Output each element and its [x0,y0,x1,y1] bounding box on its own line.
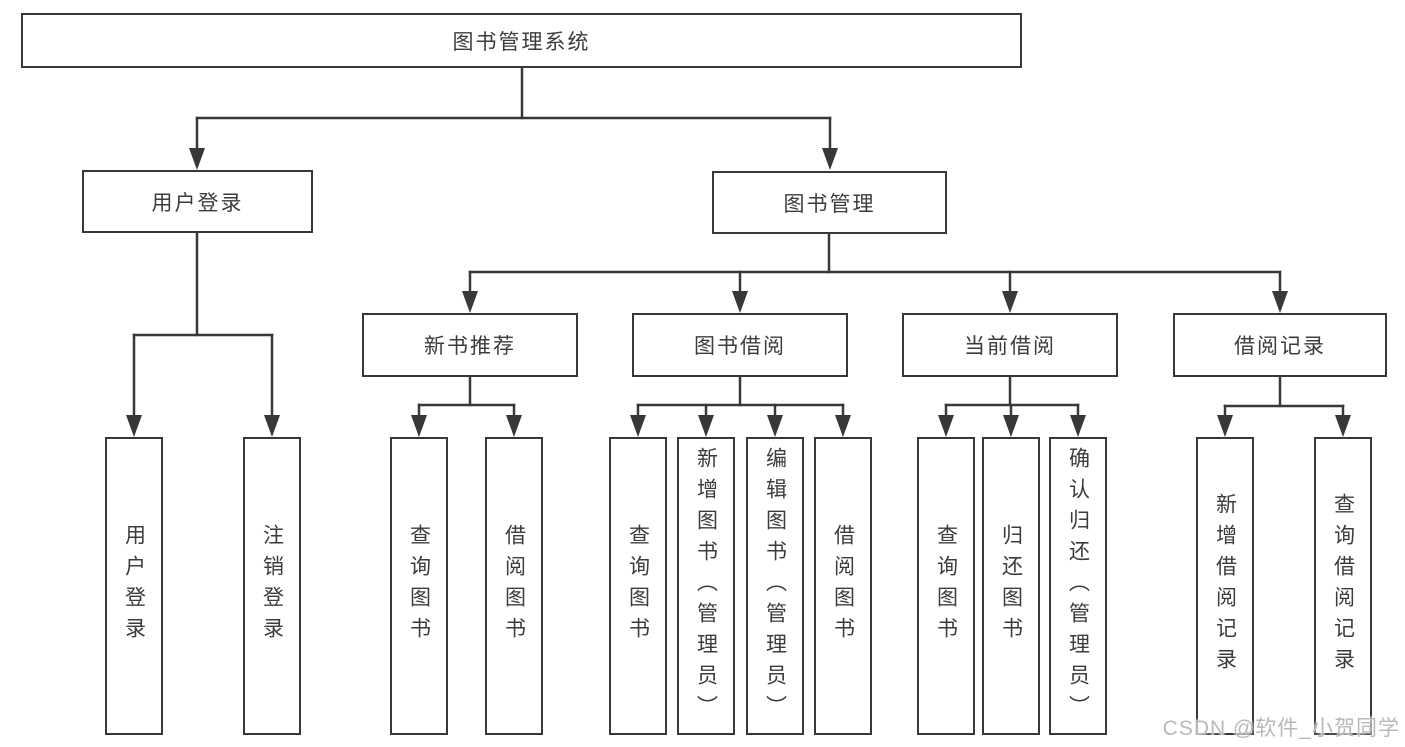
leaf-add-borrow-record-label: 新增借阅记录 [1213,493,1237,679]
leaf-query-books-borrow: 查询图书 [609,437,667,735]
node-root-label: 图书管理系统 [452,30,591,54]
leaf-edit-book-admin-label: 编辑图书（管理员） [763,446,787,726]
leaf-query-books-recommend: 查询图书 [390,437,448,735]
connector-root-to-level2 [195,66,832,152]
node-current-borrow-label: 当前借阅 [964,335,1056,358]
node-root: 图书管理系统 [21,13,1022,68]
leaf-logout-label: 注销登录 [260,524,284,648]
leaf-borrow-books-recommend-label: 借阅图书 [502,524,526,648]
leaf-confirm-return-admin-label: 确认归还（管理员） [1066,446,1090,726]
leaf-add-borrow-record: 新增借阅记录 [1196,437,1254,735]
node-new-book-recommend: 新书推荐 [362,313,578,377]
leaf-confirm-return-admin: 确认归还（管理员） [1049,437,1107,735]
node-book-management-label: 图书管理 [783,192,876,216]
node-current-borrow: 当前借阅 [902,313,1118,377]
leaf-query-borrow-record-label: 查询借阅记录 [1331,493,1355,679]
leaf-query-books-current: 查询图书 [917,437,975,735]
leaf-query-books-recommend-label: 查询图书 [407,524,431,648]
leaf-user-login: 用户登录 [105,437,163,735]
leaf-query-borrow-record: 查询借阅记录 [1314,437,1372,735]
watermark: CSDN @软件_小贺同学 [1162,717,1400,740]
leaf-edit-book-admin: 编辑图书（管理员） [746,437,804,735]
leaf-borrow-books-label: 借阅图书 [831,524,855,648]
node-borrow-records: 借阅记录 [1173,313,1387,377]
node-book-management: 图书管理 [712,171,947,234]
leaf-borrow-books-recommend: 借阅图书 [485,437,543,735]
node-borrow-records-label: 借阅记录 [1234,335,1326,358]
leaf-query-books-current-label: 查询图书 [934,524,958,648]
node-book-borrow-label: 图书借阅 [694,335,786,358]
node-user-login-label: 用户登录 [151,191,244,215]
connector-new-book-recommend-children [417,375,516,420]
node-new-book-recommend-label: 新书推荐 [424,335,516,358]
node-book-borrow: 图书借阅 [632,313,848,377]
arrowheads [126,148,1351,437]
connector-borrow-records-children [1223,375,1345,420]
leaf-query-books-borrow-label: 查询图书 [626,524,650,648]
connector-current-borrow-children [944,375,1080,420]
leaf-add-book-admin: 新增图书（管理员） [677,437,735,735]
leaf-user-login-label: 用户登录 [122,524,146,648]
node-user-login: 用户登录 [82,170,313,233]
connector-user-login-children [132,231,274,420]
leaf-borrow-books: 借阅图书 [814,437,872,735]
leaf-return-book: 归还图书 [982,437,1040,735]
leaf-add-book-admin-label: 新增图书（管理员） [694,446,718,726]
leaf-logout: 注销登录 [243,437,301,735]
connector-book-borrow-children [636,375,845,420]
connector-book-management-children [468,232,1282,296]
leaf-return-book-label: 归还图书 [999,524,1023,648]
